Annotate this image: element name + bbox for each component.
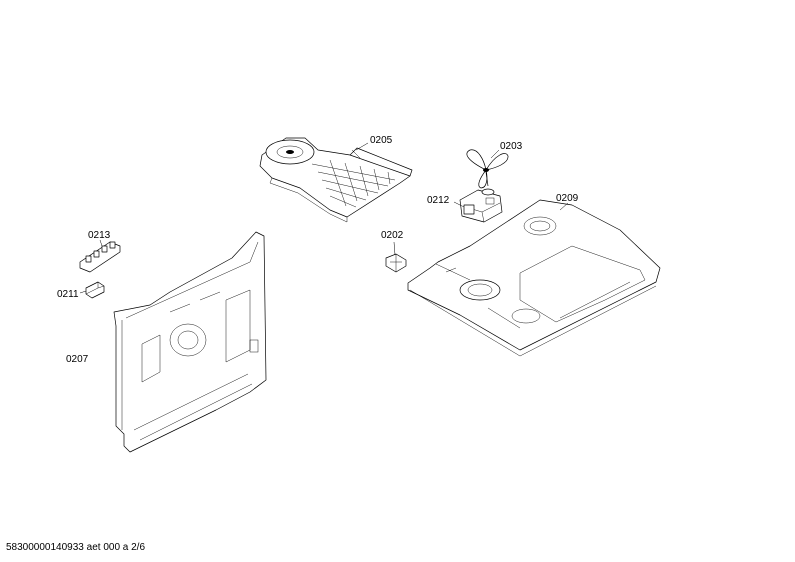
label-0203: 0203 <box>500 141 523 152</box>
part-0209-rear-panel <box>407 199 661 357</box>
part-0202-clip-bracket <box>385 253 407 273</box>
part-0203-fan-blade <box>466 149 509 189</box>
leader-lines <box>79 142 569 294</box>
part-0207-side-panel <box>113 231 267 453</box>
part-0205-fan-cover-frame <box>259 137 413 223</box>
label-0202: 0202 <box>381 230 404 241</box>
label-0213: 0213 <box>88 230 111 241</box>
part-labels: 0205 0203 0212 0209 0202 0213 0211 0207 <box>57 135 579 365</box>
part-0212-fan-motor <box>459 188 503 223</box>
label-0209: 0209 <box>556 193 579 204</box>
part-0211-small-connector <box>85 281 105 299</box>
label-0205: 0205 <box>370 135 393 146</box>
document-code: 58300000140933 aet 000 a 2/6 <box>6 542 146 553</box>
label-0211: 0211 <box>57 289 79 300</box>
label-0212: 0212 <box>427 195 450 206</box>
label-0207: 0207 <box>66 354 89 365</box>
part-0213-terminal-block <box>79 241 121 273</box>
